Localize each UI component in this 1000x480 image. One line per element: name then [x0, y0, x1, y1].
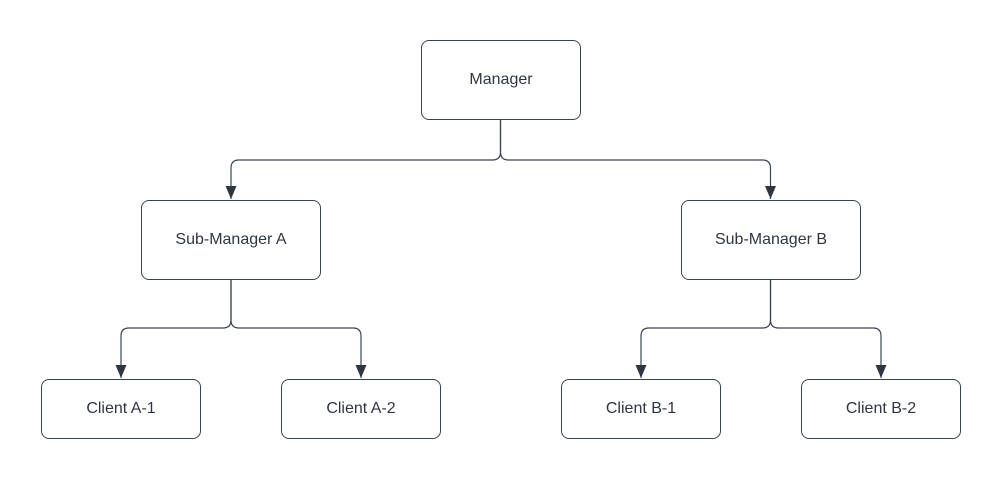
edge-sub-a-to-client-a1: [115, 280, 232, 378]
node-manager-label: Manager: [469, 71, 533, 89]
node-client-a1: Client A-1: [41, 379, 201, 439]
node-client-b1: Client B-1: [561, 379, 721, 439]
node-manager: Manager: [421, 40, 581, 120]
node-client-a2: Client A-2: [281, 379, 441, 439]
node-client-b2-label: Client B-2: [845, 400, 917, 418]
edge-manager-to-sub-b: [499, 120, 776, 199]
node-sub-manager-b-label: Sub-Manager B: [714, 231, 828, 249]
edge-manager-to-sub-a: [225, 120, 502, 199]
node-sub-manager-a-label: Sub-Manager A: [175, 231, 287, 249]
node-client-a1-label: Client A-1: [86, 400, 156, 418]
node-client-b2: Client B-2: [801, 379, 961, 439]
edge-sub-b-to-client-b2: [769, 280, 887, 378]
edge-sub-a-to-client-a2: [230, 280, 367, 378]
node-client-b1-label: Client B-1: [605, 400, 677, 418]
node-sub-manager-a: Sub-Manager A: [141, 200, 321, 280]
node-sub-manager-b: Sub-Manager B: [681, 200, 861, 280]
node-client-a2-label: Client A-2: [326, 400, 396, 418]
edge-sub-b-to-client-b1: [635, 280, 772, 378]
